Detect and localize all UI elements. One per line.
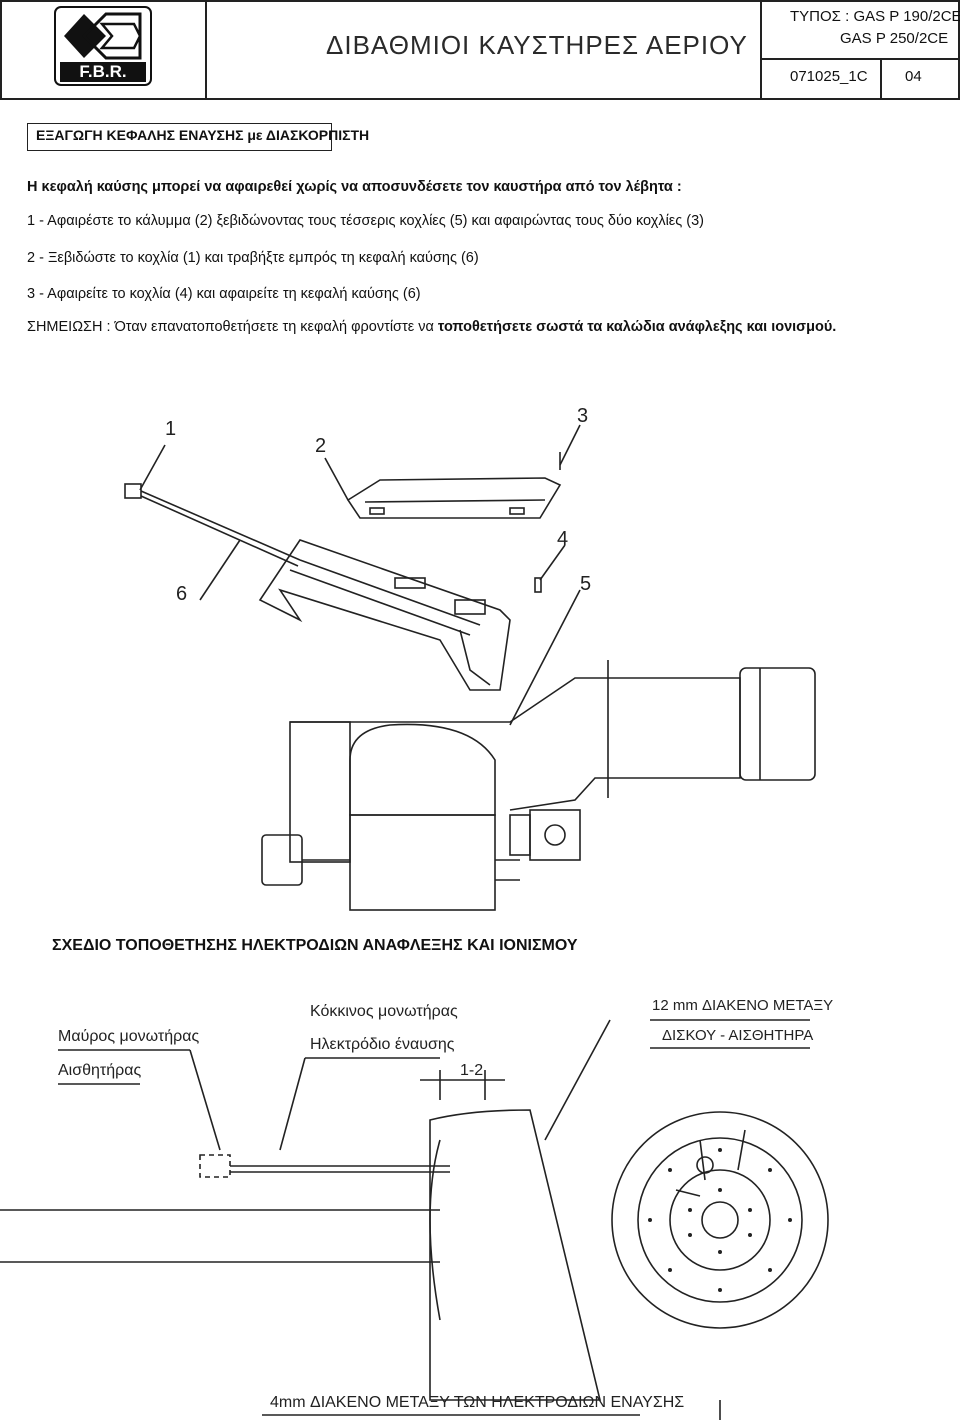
label-red-insulator: Κόκκινος μονωτήρας [310,1003,458,1020]
label-disk-gap-line-1: 12 mm ΔΙΑΚΕΝΟ ΜΕΤΑΞΥ [652,997,834,1014]
callout-3: 3 [577,405,588,427]
burner-exploded-drawing: 1 2 3 4 5 6 [124,405,816,911]
instruction-step-3: 3 - Αφαιρείτε το κοχλία (4) και αφαιρείτ… [27,286,421,302]
label-gap-dimension: 1-2 [460,1062,484,1079]
header-right-rule [958,0,960,100]
burner-callouts: 1 2 3 4 5 6 [165,405,591,605]
fbr-logo: F.B.R. [54,6,152,86]
instruction-step-2: 2 - Ξεβιδώστε το κοχλία (1) και τραβήξτε… [27,250,479,266]
document-code: 071025_1C [790,68,868,85]
header-divider-2 [760,0,762,100]
label-electrode-gap: 4mm ΔΙΑΚΕΝΟ ΜΕΤΑΞΥ ΤΩΝ ΗΛΕΚΤΡΟΔΙΩΝ ΕΝΑΥΣ… [270,1394,685,1411]
model-type-line-1: ΤΥΠΟΣ : GAS P 190/2CE [790,8,960,25]
page-number: 04 [905,68,922,85]
header-left-rule [0,0,2,100]
callout-4: 4 [557,528,568,550]
page-title: ΔΙΒΑΘΜΙΟΙ ΚΑΥΣΤΗΡΕΣ ΑΕΡΙΟΥ [326,30,748,60]
note-emphasis: τοποθετήσετε σωστά τα καλώδια ανάφλεξης … [437,319,837,335]
callout-2: 2 [315,435,326,457]
header-divider-4 [880,58,882,100]
logo-text: F.B.R. [79,62,127,81]
header-divider-1 [205,0,207,100]
callout-1: 1 [165,418,176,440]
callout-6: 6 [176,583,187,605]
callout-5: 5 [580,573,591,595]
instruction-note: ΣΗΜΕΙΩΣΗ : Όταν επανατοποθετήσετε τη κεφ… [27,319,836,335]
model-type-line-2: GAS P 250/2CE [840,30,949,47]
instruction-step-1: 1 - Αφαιρέστε το κάλυμμα (2) ξεβιδώνοντα… [27,213,705,229]
electrode-diagram-title: ΣΧΕΔΙΟ ΤΟΠΟΘΕΤΗΣΗΣ ΗΛΕΚΤΡΟΔΙΩΝ ΑΝΑΦΛΕΞΗΣ… [52,937,578,954]
label-black-insulator: Μαύρος μονωτήρας [58,1028,200,1045]
instructions-intro: Η κεφαλή καύσης μπορεί να αφαιρεθεί χωρί… [27,179,682,195]
header-top-rule [0,0,960,2]
page-header: F.B.R. ΔΙΒΑΘΜΙΟΙ ΚΑΥΣΤΗΡΕΣ ΑΕΡΙΟΥ ΤΥΠΟΣ … [0,0,960,100]
header-bottom-rule [0,98,960,100]
header-divider-3 [760,58,960,60]
label-sensor: Αισθητήρας [58,1062,142,1079]
label-ignition-electrode: Ηλεκτρόδιο έναυσης [310,1036,455,1053]
electrode-placement-drawing [0,1019,829,1420]
note-prefix: ΣΗΜΕΙΩΣΗ : Όταν επανατοποθετήσετε τη κεφ… [27,319,434,335]
label-disk-gap-line-2: ΔΙΣΚΟΥ - ΑΙΣΘΗΤΗΡΑ [662,1027,814,1044]
section-heading: ΕΞΑΓΩΓΗ ΚΕΦΑΛΗΣ ΕΝΑΥΣΗΣ με ΔΙΑΣΚΟΡΠΙΣΤΗ [27,123,369,151]
